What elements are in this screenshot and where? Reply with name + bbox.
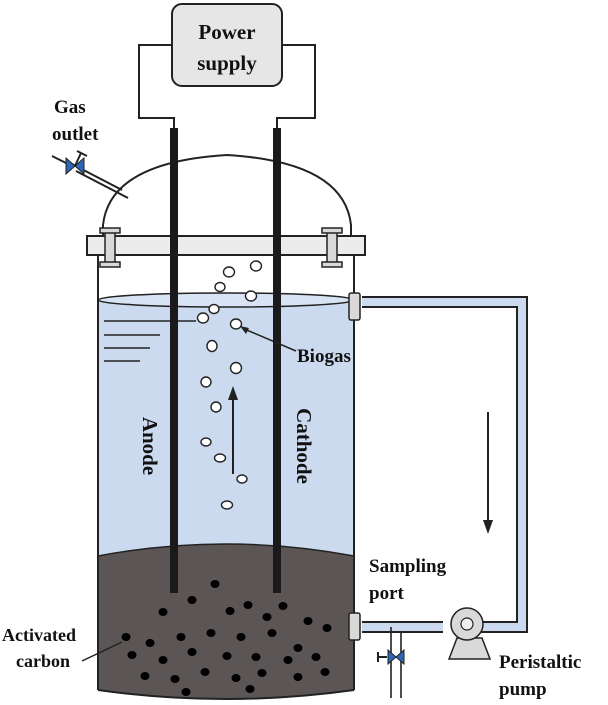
anode-electrode (170, 128, 178, 593)
gas-outlet-label-2: outlet (52, 124, 99, 145)
activated-carbon-particles (121, 580, 332, 696)
gas-outlet-label-1: Gas (54, 97, 86, 118)
activated-carbon-leader (81, 641, 123, 662)
recirculation-tube-fill (362, 298, 526, 631)
power-supply-label-1: Power (198, 20, 255, 44)
lid-flange (86, 235, 366, 256)
activated-carbon-label-1: Activated (2, 625, 76, 645)
gas-rise-arrowhead (228, 386, 238, 400)
gas-outlet-valve[interactable] (65, 150, 88, 176)
flange-bolt-left (99, 227, 121, 268)
lower-port-fitting (348, 612, 361, 641)
flange-bolt-right (321, 227, 343, 268)
gas-outlet-pipe-lower (75, 170, 129, 199)
peristaltic-pump[interactable] (447, 607, 492, 660)
anode-label: Anode (138, 417, 162, 475)
vessel-liquid (98, 300, 354, 560)
cathode-electrode (273, 128, 281, 593)
wire-anode (138, 44, 175, 130)
cathode-label: Cathode (292, 408, 316, 484)
vessel-bottom (97, 689, 355, 700)
peristaltic-pump-label-2: pump (499, 679, 547, 700)
flow-direction-arrowhead (483, 520, 493, 534)
reactor-dome (102, 153, 352, 236)
gas-outlet-stub (51, 155, 67, 164)
biogas-label: Biogas (297, 346, 351, 367)
recirculation-tube[interactable] (362, 296, 528, 633)
activated-carbon-label-2: carbon (16, 651, 70, 671)
peristaltic-pump-label-1: Peristaltic (499, 652, 581, 673)
level-marks (104, 320, 196, 362)
biogas-bubbles (196, 260, 263, 510)
vessel-sediment (98, 544, 354, 699)
upper-port-fitting (348, 292, 361, 321)
liquid-surface (97, 292, 355, 308)
biogas-leader-head (240, 326, 249, 334)
sampling-port-valve[interactable] (377, 648, 405, 666)
sediment-surface (97, 543, 355, 557)
sampling-port-label-2: port (369, 583, 405, 604)
wire-cathode (276, 44, 316, 130)
power-supply-label-2: supply (197, 51, 257, 75)
sampling-port-label-1: Sampling (369, 556, 447, 577)
biogas-leader (241, 327, 297, 352)
